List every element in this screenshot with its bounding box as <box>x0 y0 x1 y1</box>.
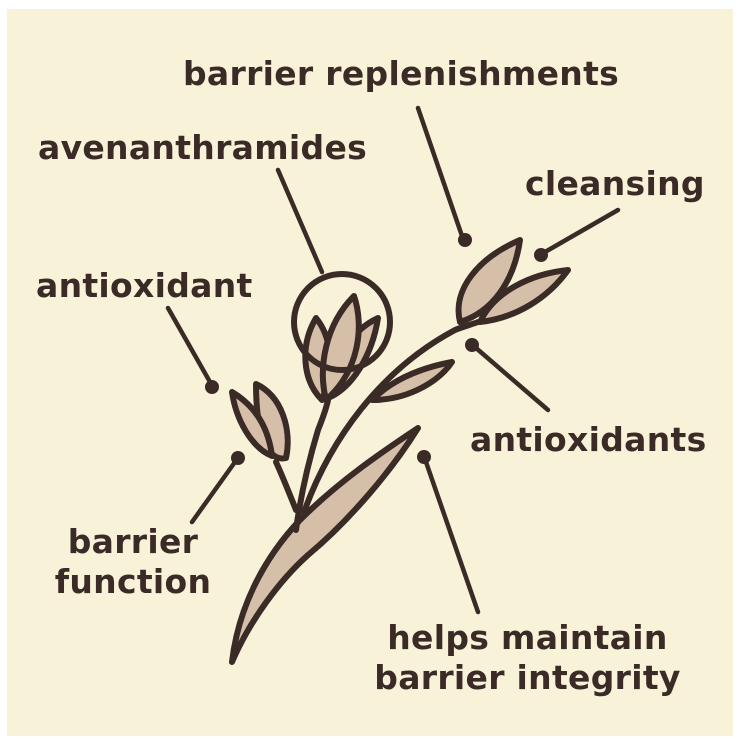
pointer-barrier-replenishments <box>418 108 462 236</box>
dot-barrier-function <box>231 451 245 465</box>
label-helps-maintain-line2: barrier integrity <box>355 658 700 698</box>
label-helps-maintain-line1: helps maintain <box>355 618 700 658</box>
dot-barrier-replenishments <box>458 233 472 247</box>
pointer-avenanthramides <box>278 170 322 272</box>
left-branch-stem <box>276 462 296 510</box>
dot-cleansing <box>534 248 548 262</box>
label-cleansing: cleansing <box>525 164 705 204</box>
dot-antioxidants <box>465 338 479 352</box>
label-barrier-function-line1: barrier <box>48 522 218 562</box>
label-barrier-function-line2: function <box>48 562 218 602</box>
label-barrier-replenishments: barrier replenishments <box>183 54 619 94</box>
label-helps-maintain-barrier-integrity: helps maintain barrier integrity <box>355 618 700 698</box>
pointer-antioxidants <box>476 348 548 410</box>
pointer-helps-maintain <box>426 462 478 612</box>
pointer-barrier-function <box>192 462 235 522</box>
label-barrier-function: barrier function <box>48 522 218 602</box>
label-antioxidants: antioxidants <box>470 420 707 460</box>
label-antioxidant: antioxidant <box>36 266 253 306</box>
central-bud-middle-petal <box>323 296 359 400</box>
pointer-cleansing <box>545 210 618 252</box>
dot-antioxidant <box>205 380 219 394</box>
label-avenanthramides: avenanthramides <box>38 128 367 168</box>
pointer-antioxidant <box>168 308 210 382</box>
dot-helps-maintain <box>417 450 431 464</box>
